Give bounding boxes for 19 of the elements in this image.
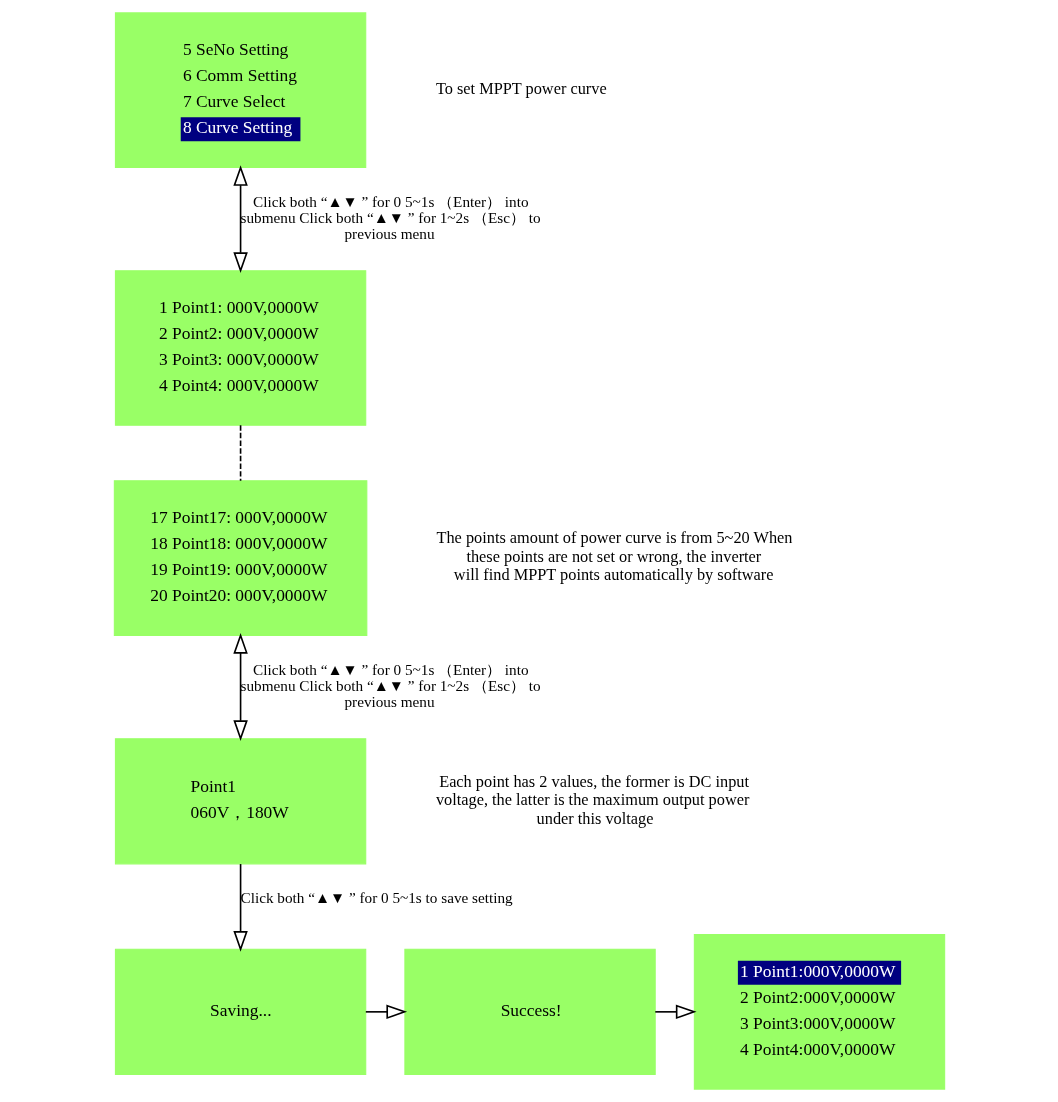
node-label: Each point has 2 values, the former is DC input voltage, the latter is the maximum output power under this voltage (435, 771, 749, 828)
node-box: 1 Point1: 000V,0000W 2 Point2: 000V,0000W 3 Point3: 000V,0000W 4 Point4: 000V,0000W (114, 270, 366, 426)
arrow (232, 165, 248, 273)
arrow (653, 1004, 697, 1020)
connector (239, 424, 241, 482)
arrow (232, 863, 248, 952)
node-box: Success! (403, 948, 656, 1075)
node-box: 17 Point17: 000V,0000W 18 Point18: 000V,0000W 19 Point19: 000V,0000W 20 Point20: 000V,0000W (113, 480, 367, 636)
node-box: Saving... (114, 948, 366, 1075)
edge-label: Click both “▲▼ ” for 0 5~1s （Enter） into submenu Click both “▲▼ ” for 1~2s （Esc） to previous menu (240, 192, 541, 243)
node-box: 1 Point1:000V,0000W 2 Point2:000V,0000W 3 Point3:000V,0000W 4 Point4:000V,0000W (693, 934, 945, 1090)
arrow (364, 1004, 407, 1020)
edge-label: Click both “▲▼ ” for 0 5~1s （Enter） into submenu Click both “▲▼ ” for 1~2s （Esc） to previous menu (240, 660, 541, 711)
node-box: Point1 060V，180W (114, 738, 366, 865)
edge-label: Click both “▲▼ ” for 0 5~1s to save setting (240, 889, 513, 907)
arrow (232, 632, 248, 741)
node-box: 5 SeNo Setting 6 Comm Setting 7 Curve Select 8 Curve Setting (114, 12, 366, 168)
node-label: To set MPPT power curve (435, 78, 607, 98)
node-label: The points amount of power curve is from 5~20 When these points are not set or wrong, the inverter will find MPPT points automatically by software (435, 528, 792, 585)
